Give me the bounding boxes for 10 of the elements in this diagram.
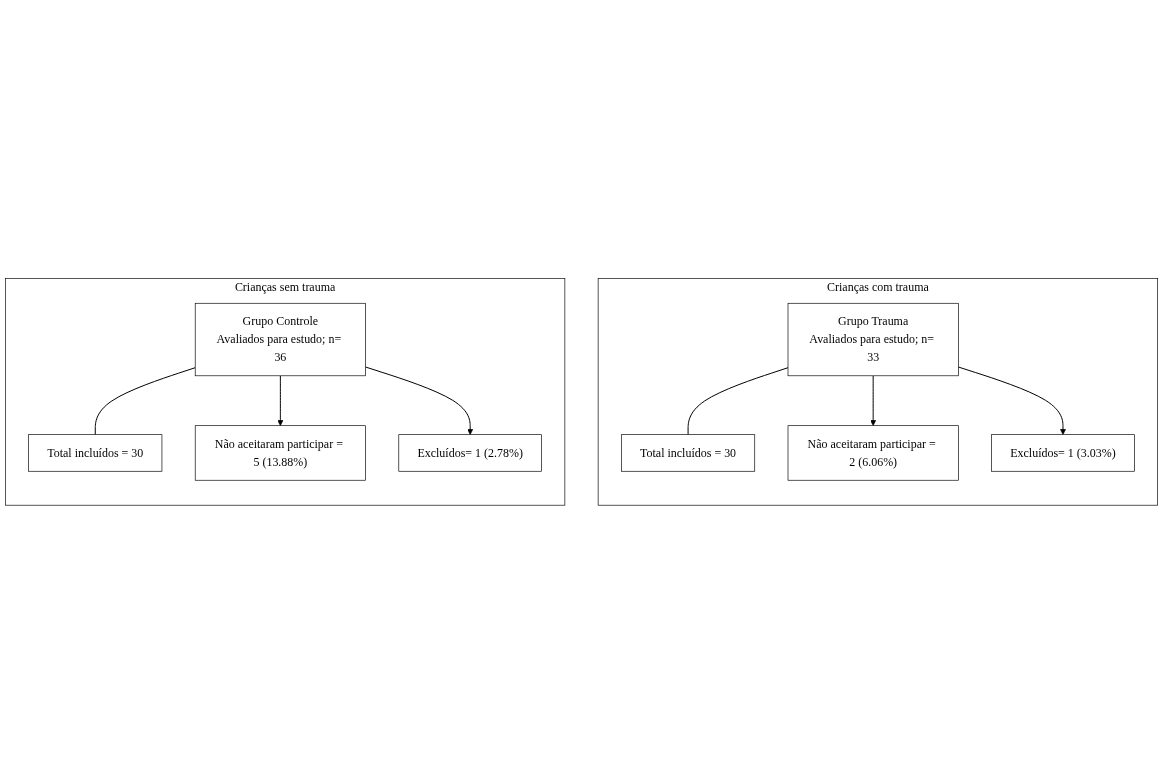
node-box: Total incluídos = 30	[621, 434, 756, 472]
node-box: Não aceitaram participar = 2 (6.06%)	[787, 425, 959, 481]
node-box: Não aceitaram participar = 5 (13.88%)	[194, 425, 366, 481]
node-box: Total incluídos = 30	[28, 434, 163, 472]
node-box: Grupo Trauma Avaliados para estudo; n= 33	[787, 302, 959, 376]
node-box: Excluídos= 1 (3.03%)	[991, 434, 1135, 472]
connector	[94, 366, 196, 435]
node-box: Grupo Controle Avaliados para estudo; n= 36	[194, 302, 366, 376]
node-box: Excluídos= 1 (2.78%)	[398, 434, 542, 472]
connector	[687, 366, 789, 435]
